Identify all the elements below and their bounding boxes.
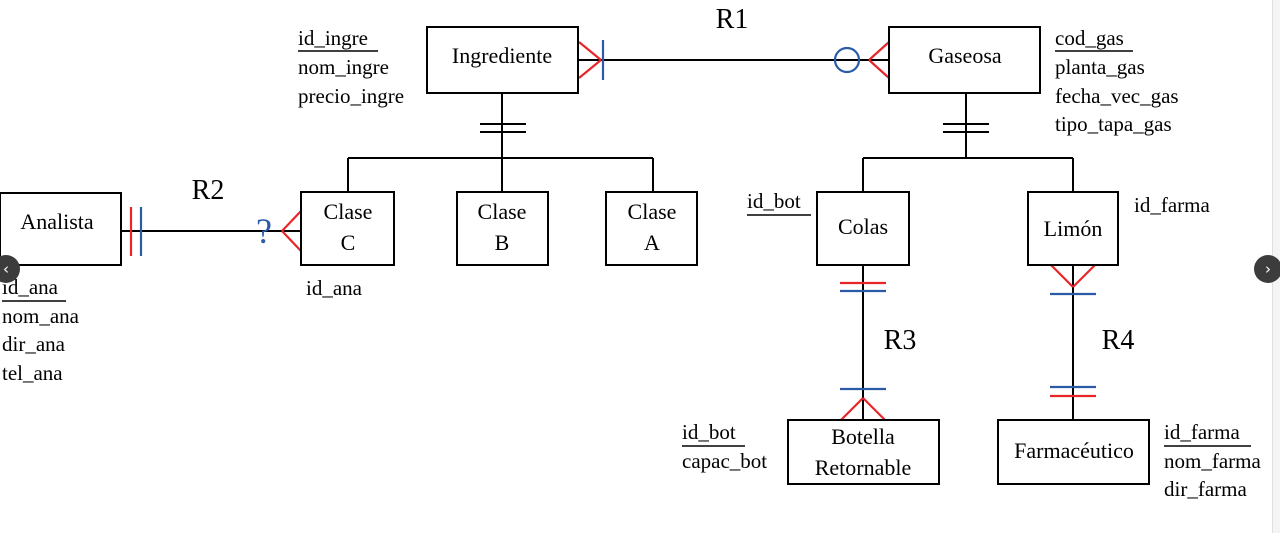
attr-nom-ingre: nom_ingre	[298, 55, 389, 79]
r1-crowfoot-ingrediente	[578, 40, 605, 80]
entity-clase-a[interactable]: Clase A	[605, 191, 698, 266]
r4-crowfoot-limon	[1050, 264, 1096, 296]
attr-botella-id-bot: id_bot	[682, 420, 736, 444]
attrs-analista: id_ana nom_ana dir_ana tel_ana	[2, 275, 80, 385]
entity-farmaceutico-label: Farmacéutico	[1014, 438, 1134, 463]
entity-colas[interactable]: Colas	[816, 191, 910, 266]
attrs-ingrediente: id_ingre nom_ingre precio_ingre	[298, 26, 404, 108]
entity-analista[interactable]: Analista	[0, 192, 122, 266]
attr-id-ingre: id_ingre	[298, 26, 368, 50]
entity-limon-label: Limón	[1044, 216, 1103, 241]
entity-botella-line2: Retornable	[815, 455, 912, 480]
attr-capac-bot: capac_bot	[682, 449, 767, 473]
isa-double-bar-ingrediente	[480, 123, 526, 133]
attr-nom-farma: nom_farma	[1164, 449, 1261, 473]
entity-clase-b-line1: Clase	[478, 199, 527, 224]
r3-bars-colas	[840, 281, 886, 293]
attr-farma-id-farma: id_farma	[1164, 420, 1240, 444]
entity-botella-line1: Botella	[831, 424, 895, 449]
attr-planta-gas: planta_gas	[1055, 55, 1145, 79]
relationship-r3-label: R3	[884, 325, 917, 356]
attr-cod-gas: cod_gas	[1055, 26, 1124, 50]
question-mark-annotation: ?	[256, 211, 272, 251]
entity-farmaceutico[interactable]: Farmacéutico	[997, 419, 1150, 485]
attr-clase-c-id-ana: id_ana	[306, 276, 363, 300]
entity-gaseosa-label: Gaseosa	[928, 43, 1002, 68]
relationship-r2-label: R2	[192, 175, 225, 206]
attr-dir-ana: dir_ana	[2, 332, 66, 356]
attr-precio-ingre: precio_ingre	[298, 84, 404, 108]
r2-crowfoot-clase-c	[281, 210, 302, 252]
chevron-left-icon[interactable]: ‹	[0, 255, 20, 283]
relationship-r4-label: R4	[1102, 325, 1135, 356]
attrs-gaseosa: cod_gas planta_gas fecha_vec_gas tipo_ta…	[1055, 26, 1179, 136]
r1-circle-crowfoot-gaseosa	[833, 41, 890, 79]
attrs-farmaceutico: id_farma nom_farma dir_farma	[1164, 420, 1261, 501]
entity-analista-label: Analista	[20, 209, 94, 234]
attr-nom-ana: nom_ana	[2, 304, 80, 328]
r2-bars-analista	[129, 207, 143, 256]
relationship-r1-label: R1	[716, 4, 749, 35]
attr-dir-farma: dir_farma	[1164, 477, 1247, 501]
r4-bars-farmaceutico	[1050, 385, 1096, 398]
entity-ingrediente-label: Ingrediente	[452, 43, 552, 68]
entity-clase-b[interactable]: Clase B	[456, 191, 549, 266]
entity-clase-a-line2: A	[644, 230, 660, 255]
entity-ingrediente[interactable]: Ingrediente	[426, 26, 579, 94]
chevron-right-icon[interactable]: ›	[1254, 255, 1280, 283]
entity-botella-retornable[interactable]: Botella Retornable	[787, 419, 940, 485]
isa-double-bar-gaseosa	[943, 123, 989, 133]
attr-colas-id-bot: id_bot	[747, 189, 801, 213]
attr-tel-ana: tel_ana	[2, 361, 63, 385]
entity-clase-c-line2: C	[341, 230, 356, 255]
entity-gaseosa[interactable]: Gaseosa	[888, 26, 1041, 94]
attr-fecha-vec-gas: fecha_vec_gas	[1055, 84, 1179, 108]
entity-clase-b-line2: B	[495, 230, 510, 255]
r3-crowfoot-botella	[840, 387, 886, 421]
entity-clase-c[interactable]: Clase C	[300, 191, 395, 266]
attr-tipo-tapa-gas: tipo_tapa_gas	[1055, 112, 1172, 136]
attr-limon-id-farma: id_farma	[1134, 193, 1210, 217]
entity-colas-label: Colas	[838, 214, 888, 239]
entity-limon[interactable]: Limón	[1027, 191, 1119, 266]
entity-clase-a-line1: Clase	[628, 199, 677, 224]
attrs-colas: id_bot	[747, 189, 811, 216]
attrs-botella: id_bot capac_bot	[682, 420, 767, 473]
entity-clase-c-line1: Clase	[324, 199, 373, 224]
